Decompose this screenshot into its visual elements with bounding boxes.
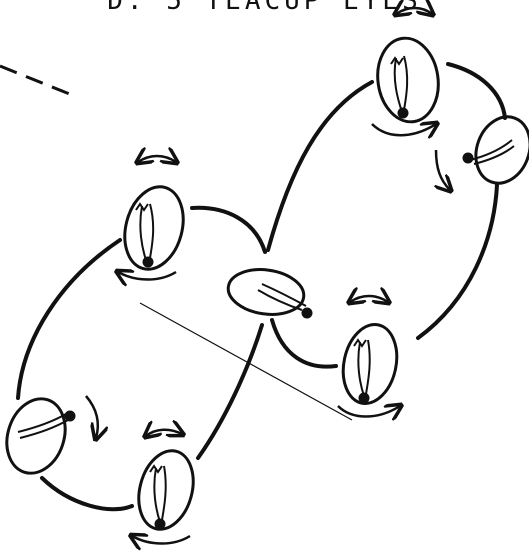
track-left-loop — [16, 205, 267, 512]
cup-center — [226, 268, 313, 319]
travel-arrow-top-right — [371, 124, 436, 135]
rotate-arrow-top-right — [396, 8, 432, 14]
cup-bottom-mid — [137, 449, 195, 531]
travel-arrow-lower-left — [85, 395, 98, 438]
track-right-loop — [266, 62, 507, 369]
rotate-arrow-bottom-mid — [146, 430, 182, 436]
dashed-pointer-line — [0, 64, 73, 97]
diagram-title: D. 5 TEACUP EYES — [107, 0, 422, 16]
guide-line — [139, 302, 353, 421]
travel-arrow-mid-right — [337, 406, 400, 417]
cup-upper-left — [123, 185, 185, 271]
travel-arrow-far-right — [436, 149, 450, 190]
cup-far-right — [462, 115, 529, 185]
cup-lower-left — [5, 397, 76, 475]
travel-arrow-upper-left — [118, 272, 177, 280]
cup-mid-right — [341, 323, 399, 405]
cup-top-right — [376, 36, 440, 124]
rotate-arrow-upper-left — [138, 156, 176, 162]
travel-arrow-bottom-mid — [132, 536, 191, 544]
rotate-arrow-mid-right — [350, 296, 388, 302]
